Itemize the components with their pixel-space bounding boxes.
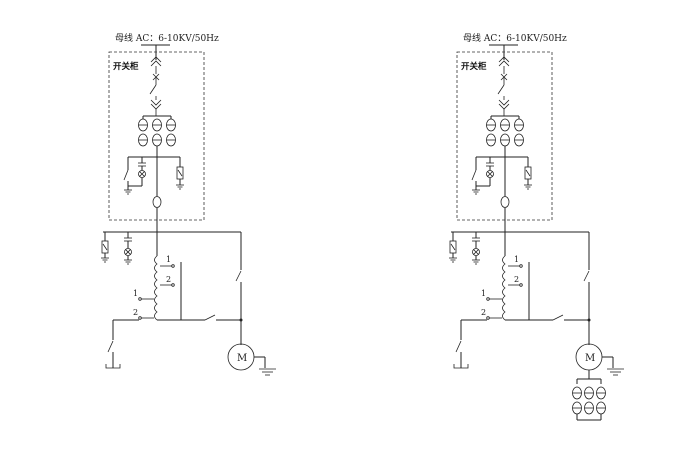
circuit-breaker-icon xyxy=(149,77,162,116)
autotransformer-icon xyxy=(154,255,243,322)
tap-label: 2 xyxy=(514,275,519,284)
motor-label: M xyxy=(585,353,595,364)
surge-arrester-icon xyxy=(524,157,532,190)
bus-label: 母线 AC：6-10KV/50Hz xyxy=(463,32,567,44)
plug-contact-icon xyxy=(498,56,510,81)
outgoing-capacitor-lamp-icon xyxy=(124,232,132,265)
current-transformer-group-icon xyxy=(138,115,176,157)
outgoing-arrester-icon xyxy=(101,232,109,263)
star-point-switch-icon xyxy=(105,319,139,369)
cabinet-auxiliary-circuit xyxy=(471,156,532,195)
tap-label: 2 xyxy=(481,308,486,317)
tap-label: 1 xyxy=(514,255,519,264)
star-point-switch-icon xyxy=(453,319,487,369)
cabinet-auxiliary-circuit xyxy=(123,156,184,195)
diagram-right: 母线 AC：6-10KV/50Hz 开关柜 xyxy=(449,32,624,421)
motor-icon: M xyxy=(575,343,624,376)
tap-label: 2 xyxy=(133,308,138,317)
outgoing-capacitor-lamp-icon xyxy=(472,232,480,265)
indicator-lamp-icon xyxy=(128,170,146,187)
tap-connections: 1 2 1 2 xyxy=(481,255,523,320)
cabinet-label: 开关柜 xyxy=(461,61,487,72)
motor-neutral-current-transformer-icon xyxy=(572,370,606,421)
plug-contact-icon xyxy=(150,56,162,81)
cabinet-label: 开关柜 xyxy=(113,61,139,72)
fuse-icon xyxy=(500,157,510,256)
tap-label: 1 xyxy=(133,289,138,298)
current-transformer-group-icon xyxy=(486,115,524,157)
tap-label: 1 xyxy=(481,289,486,298)
motor-label: M xyxy=(237,353,247,364)
diagram-left: 母线 AC：6-10KV/50Hz 开关柜 xyxy=(101,32,276,376)
indicator-lamp-icon xyxy=(476,170,494,187)
bus-label: 母线 AC：6-10KV/50Hz xyxy=(115,32,219,44)
capacitor-icon xyxy=(138,157,146,170)
fuse-icon xyxy=(152,157,162,256)
tap-connections: 1 2 1 2 xyxy=(133,255,175,320)
autotransformer-icon xyxy=(502,255,591,322)
tap-label: 1 xyxy=(166,255,171,264)
motor-icon: M xyxy=(227,343,276,376)
outgoing-arrester-icon xyxy=(449,232,457,263)
surge-arrester-icon xyxy=(176,157,184,190)
circuit-breaker-icon xyxy=(497,77,510,116)
tap-label: 2 xyxy=(166,275,171,284)
outgoing-bus xyxy=(103,231,242,345)
capacitor-icon xyxy=(486,157,494,170)
outgoing-bus xyxy=(451,231,590,345)
